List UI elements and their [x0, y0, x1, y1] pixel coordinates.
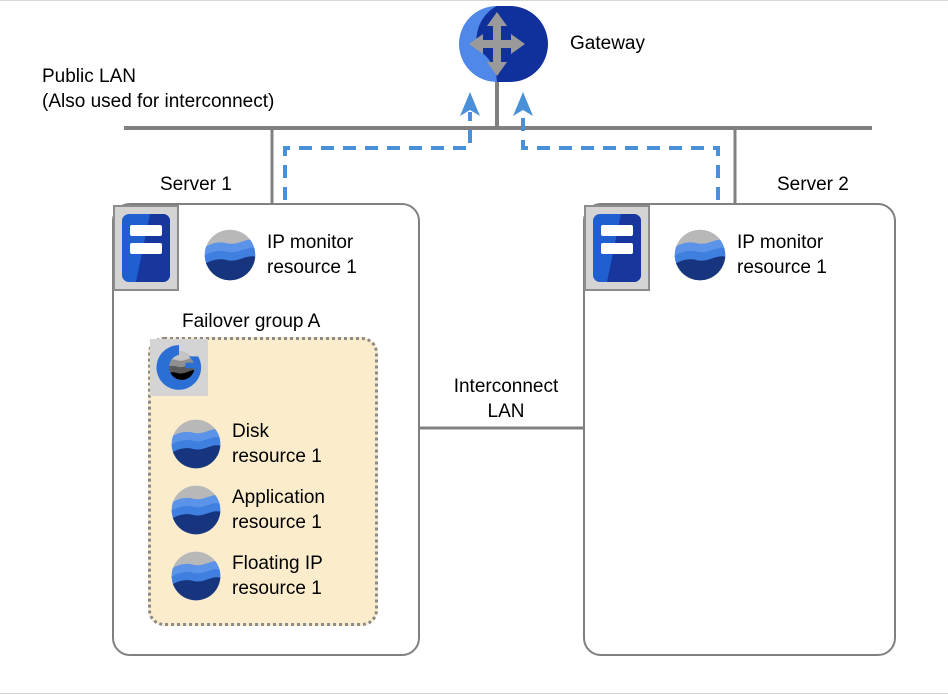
disk-line1: Disk [232, 421, 269, 442]
application-line1: Application [232, 487, 325, 508]
ip-monitor-2-line2: resource 1 [737, 257, 827, 278]
page-rule-top [0, 0, 948, 1]
failover-group-icon-frame [150, 339, 208, 396]
public-lan-label: Public LAN (Also used for interconnect) [42, 64, 274, 114]
disk-resource-1-label: Disk resource 1 [232, 419, 322, 469]
failover-group-a-label: Failover group A [182, 311, 321, 332]
server-2-label: Server 2 [777, 174, 849, 195]
gateway-label: Gateway [570, 33, 645, 54]
server1-monitor-path [283, 112, 472, 200]
server-1-label: Server 1 [160, 174, 232, 195]
disk-resource-1-row[interactable]: Disk resource 1 [170, 418, 322, 470]
application-resource-1-row[interactable]: Application resource 1 [170, 484, 325, 536]
floating-ip-line2: resource 1 [232, 578, 322, 599]
floating-ip-resource-1-label: Floating IP resource 1 [232, 551, 323, 601]
server-1-icon-frame [113, 205, 179, 291]
ip-monitor-resource-1-server2[interactable]: IP monitor resource 1 [673, 228, 827, 282]
public-lan-label-line1: Public LAN [42, 66, 136, 87]
ip-monitor-2-line1: IP monitor [737, 232, 824, 253]
public-lan-label-line2: (Also used for interconnect) [42, 91, 275, 112]
ip-monitor-1-line1: IP monitor [267, 232, 354, 253]
ip-monitor-resource-1-server1-label: IP monitor resource 1 [267, 230, 357, 280]
interconnect-lan-label-line2: LAN [487, 401, 525, 422]
interconnect-lan-label-line1: Interconnect [453, 376, 559, 397]
application-line2: resource 1 [232, 512, 322, 533]
ip-monitor-resource-1-server2-label: IP monitor resource 1 [737, 230, 827, 280]
server1-monitor-arrowhead [460, 92, 480, 116]
disk-line2: resource 1 [232, 446, 322, 467]
floating-ip-resource-1-row[interactable]: Floating IP resource 1 [170, 550, 323, 602]
floating-ip-line1: Floating IP [232, 553, 323, 574]
gateway-icon [459, 6, 548, 82]
application-resource-1-label: Application resource 1 [232, 485, 325, 535]
server-2-box[interactable] [583, 203, 896, 656]
server2-monitor-path [521, 112, 720, 200]
server-2-icon-frame [584, 205, 650, 291]
ip-monitor-1-line2: resource 1 [267, 257, 357, 278]
ip-monitor-resource-1-server1[interactable]: IP monitor resource 1 [203, 228, 357, 282]
server2-monitor-arrowhead [513, 92, 533, 116]
